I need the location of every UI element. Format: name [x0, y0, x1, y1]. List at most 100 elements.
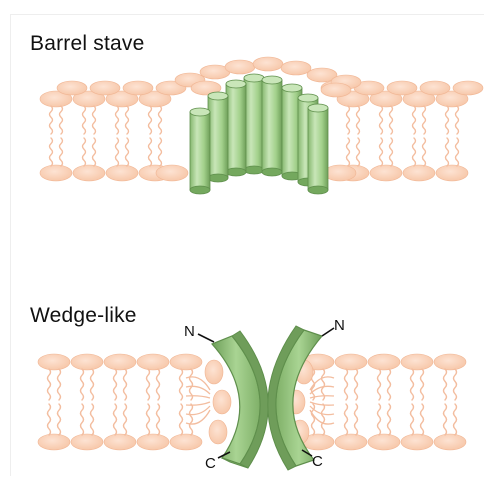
lipid-tail: [444, 369, 447, 400]
barrel-helix: [244, 74, 264, 174]
lipid-tail: [413, 138, 416, 166]
lipid-tail: [186, 402, 210, 405]
lipid-tail: [423, 106, 426, 134]
lipid-tail: [91, 404, 94, 435]
c-label-left: C: [205, 455, 216, 472]
barrel-helix: [208, 92, 228, 182]
lipid-head: [104, 434, 136, 450]
lipid-head: [453, 81, 483, 95]
helix-body: [262, 80, 282, 172]
lipid-tail: [355, 369, 358, 400]
lipid-head: [104, 354, 136, 370]
lipid-tail: [322, 404, 325, 435]
helix-body: [208, 96, 228, 178]
lipid-tail: [50, 106, 53, 134]
lipid-head: [71, 434, 103, 450]
barrel-helix: [190, 108, 210, 194]
lipid-tail: [48, 404, 51, 435]
lipid-head: [368, 434, 400, 450]
lipid-tail: [50, 138, 53, 166]
lipid-head: [213, 390, 231, 414]
lipid-tail: [180, 369, 183, 400]
barrel-helix: [308, 104, 328, 194]
lipid-head: [324, 165, 356, 181]
helix-top: [282, 84, 302, 92]
lipid-tail: [446, 138, 449, 166]
helix-bottom: [208, 174, 228, 182]
lipid-tail: [147, 369, 150, 400]
lipid-tail: [126, 106, 129, 134]
barrel-helix: [262, 76, 282, 176]
n-terminus-left: N: [184, 323, 214, 342]
lipid-tail: [159, 106, 162, 134]
lipid-tail: [126, 138, 129, 166]
lipid-head: [106, 165, 138, 181]
lipid-tail: [388, 404, 391, 435]
lipid-tail: [93, 138, 96, 166]
lipid-tail: [378, 404, 381, 435]
lipid-tail: [83, 138, 86, 166]
lipid-tail: [411, 369, 414, 400]
lipid-tail: [159, 138, 162, 166]
lipid-head: [170, 354, 202, 370]
lipid-head: [40, 165, 72, 181]
lipid-head: [434, 354, 466, 370]
lipid-head: [137, 434, 169, 450]
lipid-tail: [114, 369, 117, 400]
helix-bottom: [308, 186, 328, 194]
lipid-tail: [388, 369, 391, 400]
lipid-tail: [157, 404, 160, 435]
barrel-helix: [226, 80, 246, 176]
lipid-head: [209, 420, 227, 444]
lipid-tail: [378, 369, 381, 400]
lipid-tail: [423, 138, 426, 166]
lipid-head: [253, 57, 283, 71]
lipid-tail: [421, 369, 424, 400]
lipid-tail: [446, 106, 449, 134]
lipid-tail: [147, 404, 150, 435]
helix-top: [226, 80, 246, 88]
lipid-head: [225, 60, 255, 74]
helix-top: [308, 104, 328, 112]
lipid-tail: [124, 369, 127, 400]
helix-body: [308, 108, 328, 190]
lipid-tail: [186, 396, 210, 398]
lipid-tail: [91, 369, 94, 400]
lipid-tail: [444, 404, 447, 435]
lipid-tail: [310, 396, 334, 398]
lipid-tail: [413, 106, 416, 134]
lipid-head: [123, 81, 153, 95]
lipid-tail: [116, 106, 119, 134]
n-terminus-right: N: [322, 317, 345, 336]
lipid-head: [156, 165, 188, 181]
lipid-head: [335, 434, 367, 450]
lipid-head: [420, 81, 450, 95]
lipid-tail: [347, 106, 350, 134]
helix-bottom: [262, 168, 282, 176]
lipid-tail: [380, 138, 383, 166]
lipid-tail: [58, 369, 61, 400]
lipid-tail: [190, 404, 193, 435]
lipid-tail: [48, 369, 51, 400]
lipid-tail: [456, 138, 459, 166]
helix-top: [298, 94, 318, 102]
lipid-tail: [345, 404, 348, 435]
lipid-head: [401, 354, 433, 370]
lipid-tail: [347, 138, 350, 166]
helix-bottom: [226, 168, 246, 176]
lipid-head: [205, 360, 223, 384]
lipid-head: [370, 165, 402, 181]
lipid-head: [387, 81, 417, 95]
lipid-tail: [357, 106, 360, 134]
helix-top: [208, 92, 228, 100]
lipid-head: [38, 354, 70, 370]
lipid-tail: [357, 138, 360, 166]
lipid-tail: [454, 369, 457, 400]
lipid-head: [38, 434, 70, 450]
lipid-tail: [93, 106, 96, 134]
lipid-head: [335, 354, 367, 370]
lipid-head: [137, 354, 169, 370]
lipid-tail: [345, 369, 348, 400]
lipid-head: [57, 81, 87, 95]
